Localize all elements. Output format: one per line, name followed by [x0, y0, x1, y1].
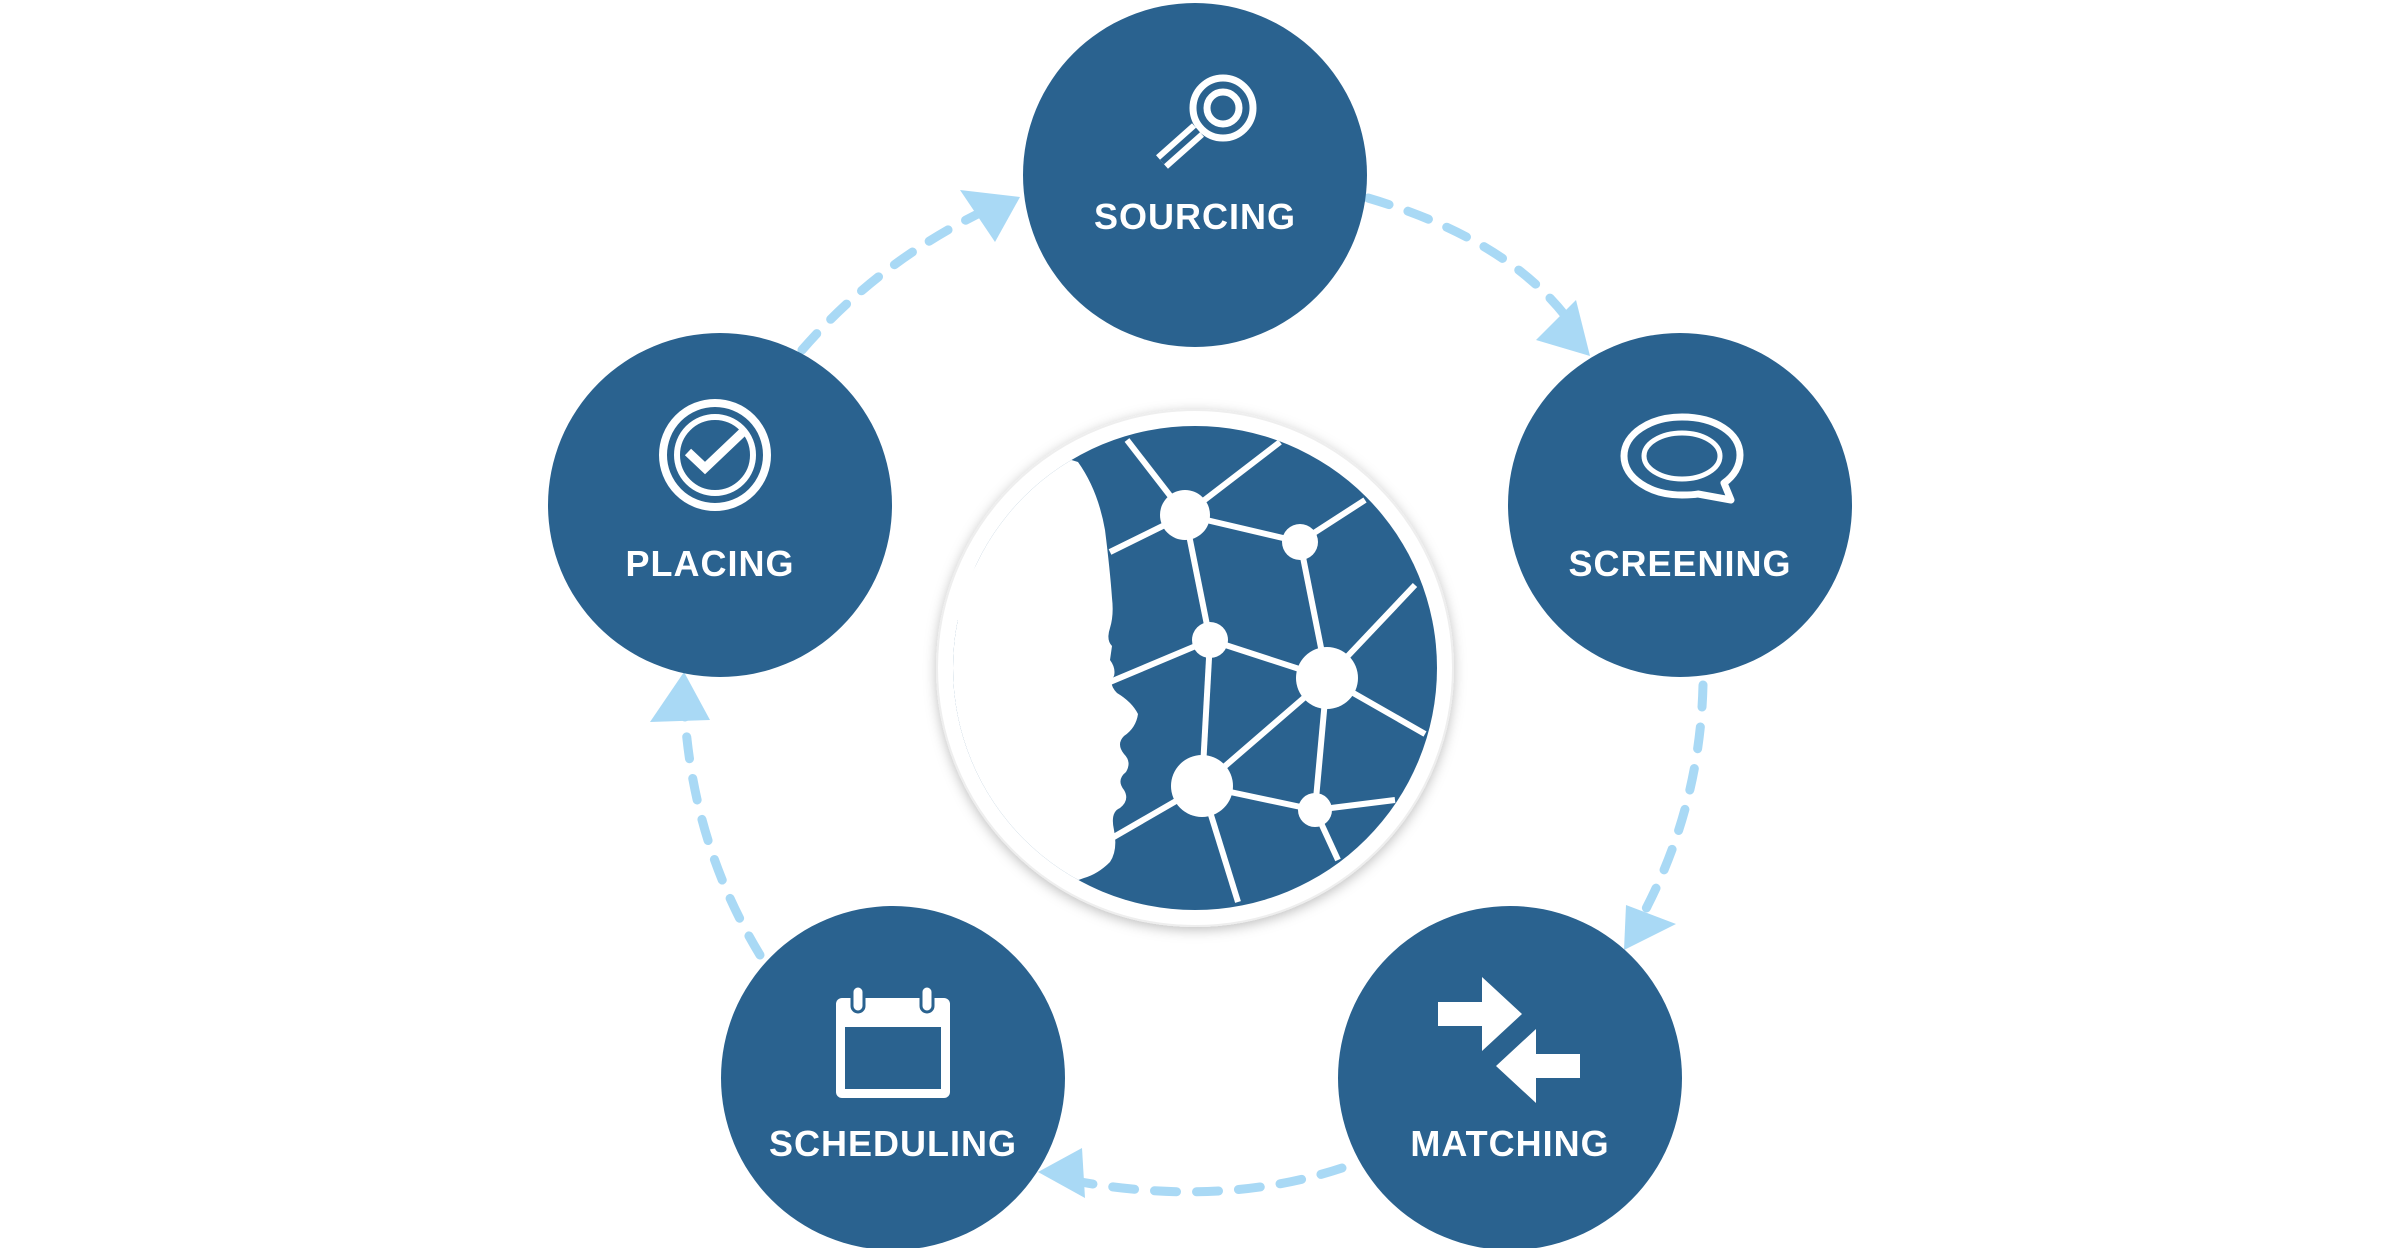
swap-arrows-icon	[1438, 977, 1580, 1103]
cycle-connectors	[679, 193, 1708, 1197]
stage-placing: PLACING	[548, 333, 892, 677]
stage-label: SOURCING	[1094, 196, 1296, 237]
calendar-icon	[836, 984, 950, 1098]
stage-label: SCHEDULING	[769, 1123, 1017, 1164]
stage-circle	[1023, 3, 1367, 347]
center-ai-logo	[936, 409, 1454, 927]
speech-bubble-icon	[1620, 413, 1744, 504]
arrowhead-sourcing	[960, 190, 1020, 242]
connector-screening-to-matching	[1635, 680, 1708, 925]
stage-scheduling: SCHEDULING	[721, 906, 1065, 1248]
stage-label: SCREENING	[1568, 543, 1791, 584]
arrowhead-screening	[1536, 300, 1590, 356]
stage-label: PLACING	[626, 543, 795, 584]
checkmark-circle-icon	[659, 399, 771, 511]
arrowhead-placing	[650, 672, 710, 722]
connector-placing-to-sourcing	[797, 203, 995, 355]
stage-screening: SCREENING	[1508, 333, 1852, 677]
stage-matching: MATCHING	[1338, 906, 1682, 1248]
stage-circle	[1508, 333, 1852, 677]
connector-sourcing-to-screening	[1363, 193, 1575, 327]
arrowhead-matching	[1624, 905, 1676, 950]
magnifier-icon	[1156, 74, 1257, 169]
center-inner-arc	[954, 467, 1082, 621]
connector-arrowheads	[650, 190, 1676, 1198]
connector-scheduling-to-placing	[679, 695, 765, 960]
stage-label: MATCHING	[1410, 1123, 1609, 1164]
network-nodes	[1160, 490, 1358, 827]
stage-sourcing: SOURCING	[1023, 3, 1367, 347]
arrowhead-scheduling	[1038, 1148, 1085, 1198]
connector-matching-to-scheduling	[1055, 1163, 1347, 1197]
